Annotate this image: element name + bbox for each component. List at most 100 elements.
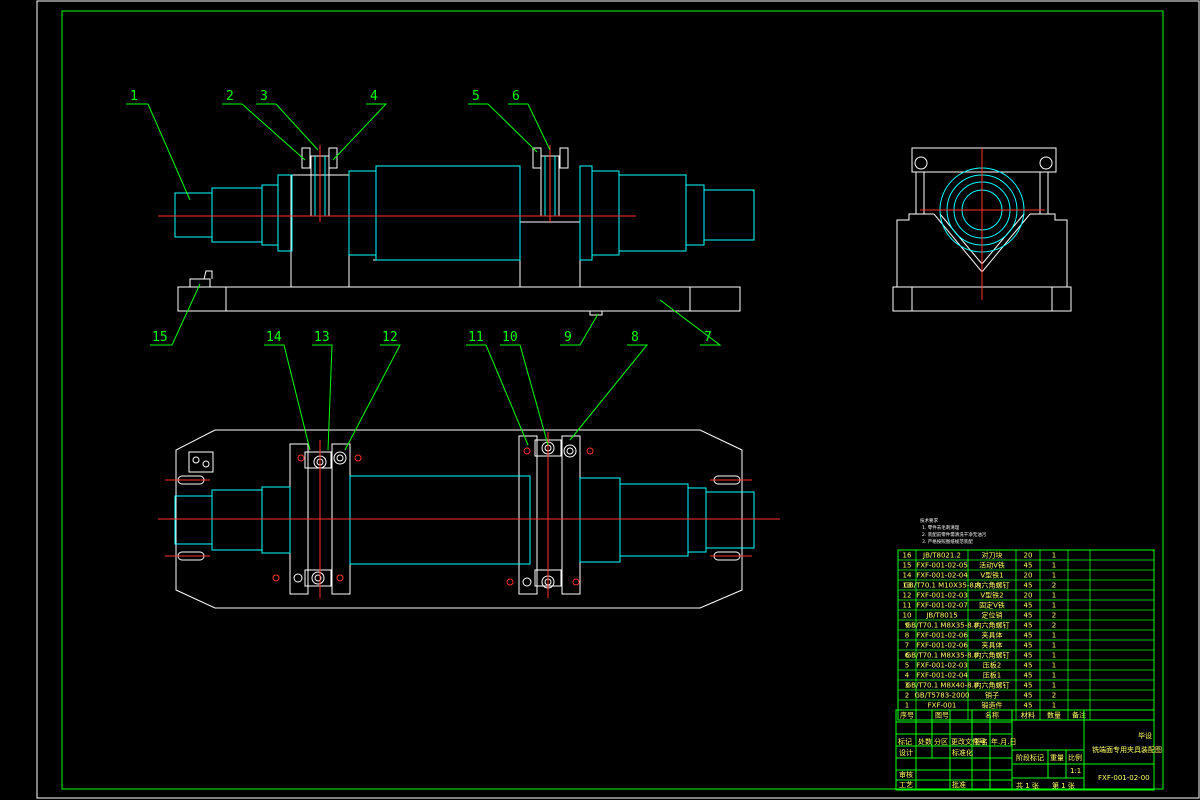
bom-cell: JB/T8015 [925,612,957,620]
bom-cell: 45 [1024,702,1033,710]
rev-zone-label: 分区 [934,737,948,746]
balloon-8: 8 [631,330,639,345]
balloon-labels: 1 2 3 4 5 6 7 8 9 10 11 12 13 14 15 [130,89,712,345]
drawing-border [61,10,1164,790]
bom-cell: 8 [905,632,909,640]
bom-cell: 4 [905,672,910,680]
bom-cell: 内六角螺钉 [975,621,1010,630]
bom-cell: 1 [1052,572,1056,580]
drawing-number: FXF-001-02-00 [1098,774,1150,782]
bom-cell: 45 [1024,662,1033,670]
bom-cell: 内六角螺钉 [975,681,1010,690]
bom-cell: 1 [1052,562,1056,570]
balloon-7: 7 [704,330,712,345]
bom-cell: 45 [1024,612,1033,620]
bom-header-cell: 名称 [985,711,999,720]
drawing-name: 铣端面专用夹具装配图 [1092,745,1162,754]
bom-cell: FXF-001-02-06 [916,632,968,640]
bom-cell: 14 [903,572,912,580]
title-block [895,709,1155,791]
bom-cell: 固定V铁 [979,601,1005,610]
bom-cell: 16 [903,552,912,560]
balloon-14: 14 [266,330,282,345]
balloon-1: 1 [130,89,138,104]
notes-title: 技术要求 [920,517,938,524]
bom-cell: 2 [1052,582,1056,590]
bom-header-cell: 材料 [1021,711,1035,720]
small-mark: 毕设 [1138,731,1152,740]
bom-cell: 5 [905,662,909,670]
bom-cell: 1 [1052,552,1056,560]
bom-cell: 2 [905,692,909,700]
rev-file-label: 更改文件号 [951,737,986,746]
bom-cell: 45 [1024,602,1033,610]
balloon-6: 6 [512,89,520,104]
bom-cell: FXF-001 [928,702,957,710]
bom-cell: 2 [1052,692,1056,700]
rev-mark-label: 标记 [898,737,912,746]
stage-label: 阶段标记 [1016,753,1044,762]
bom-cell: 45 [1024,692,1033,700]
bom-header-cell: 序号 [900,711,914,720]
bom-header-cell: 图号 [935,712,949,720]
balloon-10: 10 [502,330,518,345]
bom-cell: 45 [1024,652,1033,660]
bom-cell: FXF-001-02-04 [916,572,968,580]
top-fasteners [293,441,577,589]
scale-label: 比例 [1068,753,1082,762]
top-workpiece [174,475,755,565]
bom-cell: GB/T70.1 M8X40-8.8 [906,682,979,690]
leader-lines [126,103,722,451]
bom-cell: 1 [905,702,909,710]
bom-cell: JB/T8021.2 [922,552,961,560]
bom-cell: 活动V铁 [979,561,1005,570]
bom-header-cell: 备注 [1072,711,1086,720]
bom-cell: GB/T70.1 M8X35-8.8 [906,652,979,660]
balloon-11: 11 [468,330,484,345]
bom-cell: 2 [1052,612,1056,620]
bom-cell: 1 [1052,642,1056,650]
bom-cell: 对刀块 [982,551,1003,560]
bom-cell: 压板2 [983,661,1001,670]
bom-cell: 13 [903,582,912,590]
balloon-12: 12 [382,330,398,345]
bom-cell: 45 [1024,682,1033,690]
technical-notes: 技术要求 1. 零件去毛刺清理 2. 装配前零件需清洗干净无油污 3. 严格按照… [920,517,987,545]
role-design: 设计 [899,748,913,757]
bom-cell: 1 [1052,682,1056,690]
bom-cell: 10 [903,612,912,620]
bom-cell: 45 [1024,672,1033,680]
bom-cell: 45 [1024,622,1033,630]
balloon-9: 9 [564,330,572,345]
bom-cell: 锻造件 [982,701,1003,710]
bom-cell: 7 [905,642,909,650]
side-centerlines [920,148,1045,300]
balloon-13: 13 [314,330,330,345]
bom-cell: FXF-001-02-03 [916,592,968,600]
bom-cell: 3 [905,682,909,690]
bom-cell: 1 [1052,652,1056,660]
notes-line-1: 1. 零件去毛刺清理 [922,524,960,531]
bom-cell: 定位销 [982,611,1003,620]
front-workpiece [174,156,755,261]
bom-cell: 销子 [985,691,999,700]
bom-cell: 45 [1024,642,1033,650]
bom-cell: FXF-001-02-06 [916,642,968,650]
bom-cell: 夹具体 [982,631,1003,640]
role-process: 工艺 [899,781,913,789]
bom-cell: 1 [1052,632,1056,640]
bom-cell: 45 [1024,562,1033,570]
balloon-5: 5 [472,89,480,104]
bom-cell: 压板1 [983,671,1001,680]
bom-cell: GB/T70.1 M10X35-8.8 [904,582,981,590]
rev-count-label: 处数 [918,737,932,746]
bom-cell: FXF-001-02-04 [916,672,968,680]
bom-cell: 9 [905,622,909,630]
bom-cell: 1 [1052,662,1056,670]
bom-cell: 15 [903,562,912,570]
bom-cell: 内六角螺钉 [975,581,1010,590]
role-review: 审核 [899,770,913,779]
rev-sign-label: 签名 [974,737,988,746]
